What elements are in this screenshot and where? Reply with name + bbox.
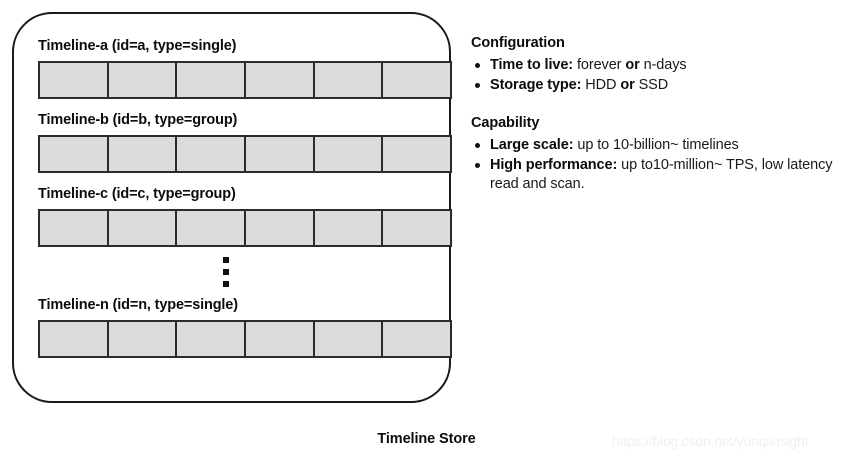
timeline-cell (108, 137, 178, 171)
timeline-cell (314, 137, 384, 171)
timeline-label-n: Timeline-n (id=n, type=single) (38, 297, 238, 313)
timeline-cell (40, 211, 109, 245)
list-item-term: Large scale: (490, 137, 574, 153)
list-item-text: up to10-million~ TPS, low latency read a… (490, 157, 833, 192)
watermark: https://blog.csdn.net/yunqiinsight (612, 433, 809, 449)
list-item-text-tail: SSD (634, 77, 669, 93)
bullet-icon (475, 143, 480, 148)
timeline-cell (383, 137, 451, 171)
timeline-cell (314, 63, 384, 97)
timeline-label-b: Timeline-b (id=b, type=group) (38, 112, 238, 128)
timeline-cell (40, 137, 109, 171)
list-item: High performance: up to10-million~ TPS, … (471, 156, 851, 194)
timeline-label-a: Timeline-a (id=a, type=single) (38, 38, 237, 54)
list-item-text: HDD (581, 77, 621, 93)
list-item-text: up to 10-billion~ timelines (573, 137, 739, 153)
timeline-list: Timeline-a (id=a, type=single) Timeline-… (38, 38, 452, 371)
capability-heading: Capability (471, 115, 540, 131)
timeline-row (38, 209, 452, 247)
diagram-caption: Timeline Store (377, 431, 476, 447)
timeline-cell (177, 137, 247, 171)
timeline-group-a: Timeline-a (id=a, type=single) (38, 38, 452, 99)
ellipsis-dot (223, 269, 229, 275)
timeline-store-container: Timeline-a (id=a, type=single) Timeline-… (12, 12, 452, 403)
timeline-cell (383, 211, 451, 245)
timeline-cell (314, 322, 384, 356)
list-item-term: Storage type: (490, 77, 582, 93)
list-item-emph: or (625, 57, 640, 73)
bullet-icon (475, 83, 480, 88)
bullet-icon (475, 163, 480, 168)
configuration-list: Time to live: forever or n-days Storage … (471, 56, 851, 95)
timeline-row (38, 61, 452, 99)
timeline-cell (108, 322, 178, 356)
timeline-label-c: Timeline-c (id=c, type=group) (38, 186, 236, 202)
timeline-cell (246, 322, 315, 356)
timeline-cell (383, 63, 451, 97)
timeline-row (38, 135, 452, 173)
list-item: Time to live: forever or n-days (471, 56, 851, 75)
timeline-cell (108, 63, 178, 97)
bullet-icon (475, 63, 480, 68)
list-item-emph: or (620, 77, 635, 93)
capability-list: Large scale: up to 10-billion~ timelines… (471, 136, 851, 194)
list-item: Large scale: up to 10-billion~ timelines (471, 136, 851, 155)
timeline-row (38, 320, 452, 358)
list-item-term: Time to live: (490, 57, 574, 73)
list-item: Storage type: HDD or SSD (471, 76, 851, 95)
ellipsis-dot (223, 281, 229, 287)
timeline-cell (246, 63, 315, 97)
timeline-group-b: Timeline-b (id=b, type=group) (38, 112, 452, 173)
configuration-heading: Configuration (471, 35, 565, 51)
list-item-text-tail: n-days (639, 57, 687, 73)
timeline-cell (177, 211, 247, 245)
timeline-cell (40, 63, 109, 97)
list-item-text: forever (573, 57, 626, 73)
timeline-cell (314, 211, 384, 245)
section-spacer (471, 96, 851, 114)
timeline-group-c: Timeline-c (id=c, type=group) (38, 186, 452, 247)
timeline-cell (108, 211, 178, 245)
timeline-cell (383, 322, 451, 356)
timeline-cell (177, 63, 247, 97)
vertical-ellipsis-icon (38, 247, 452, 297)
timeline-group-n: Timeline-n (id=n, type=single) (38, 297, 452, 358)
timeline-cell (40, 322, 109, 356)
info-panel: Configuration Time to live: forever or n… (471, 34, 851, 195)
timeline-cell (246, 211, 315, 245)
ellipsis-dot (223, 257, 229, 263)
list-item-term: High performance: (490, 157, 618, 173)
timeline-cell (177, 322, 247, 356)
timeline-cell (246, 137, 315, 171)
